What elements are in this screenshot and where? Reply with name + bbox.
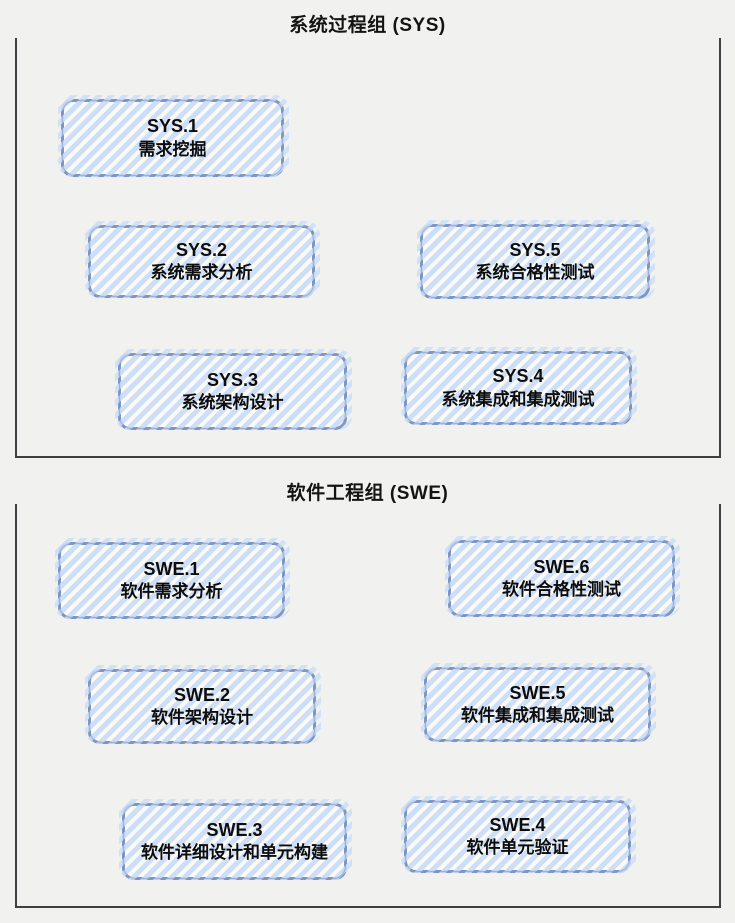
process-label: 软件架构设计 (151, 708, 253, 728)
process-label: 系统架构设计 (181, 393, 284, 413)
process-code: SYS.3 (206, 369, 259, 390)
process-code: SWE.6 (533, 556, 590, 577)
process-box-sys-4: SYS.4 系统集成和集成测试 (401, 347, 637, 425)
process-label: 需求挖掘 (138, 139, 207, 159)
process-code: SYS.1 (146, 116, 199, 136)
process-label: 软件详细设计和单元构建 (141, 843, 328, 863)
process-label: 软件单元验证 (466, 838, 569, 858)
process-box-sys-3: SYS.3 系统架构设计 (115, 349, 352, 430)
process-code: SYS.4 (492, 366, 544, 386)
group-title-swe: 软件工程组 (SWE) (286, 483, 449, 504)
process-box-swe-2: SWE.2 软件架构设计 (85, 665, 321, 744)
process-box-swe-6: SWE.6 软件合格性测试 (445, 536, 680, 617)
process-box-swe-3: SWE.3 软件详细设计和单元构建 (119, 799, 352, 880)
process-code: SWE.1 (143, 558, 200, 579)
process-box-sys-2: SYS.2 系统需求分析 (85, 221, 320, 298)
process-code: SYS.2 (175, 239, 228, 260)
process-box-swe-4: SWE.4 软件单元验证 (401, 796, 636, 873)
process-code: SWE.5 (509, 682, 566, 703)
process-label: 软件集成和集成测试 (461, 706, 614, 726)
process-box-swe-5: SWE.5 软件集成和集成测试 (421, 663, 656, 742)
process-code: SYS.5 (509, 239, 561, 260)
process-label: 软件需求分析 (120, 582, 223, 602)
group-frame-sys (15, 38, 721, 458)
process-label: 系统集成和集成测试 (441, 389, 595, 409)
process-label: 系统合格性测试 (475, 263, 595, 283)
process-label: 软件合格性测试 (502, 580, 621, 600)
process-code: SWE.4 (489, 814, 546, 835)
process-code: SWE.2 (173, 684, 230, 705)
process-box-swe-1: SWE.1 软件需求分析 (55, 538, 290, 619)
group-title-sys: 系统过程组 (SYS) (289, 15, 446, 36)
process-box-sys-1: SYS.1 需求挖掘 (58, 95, 289, 177)
group-frame-swe (15, 504, 721, 908)
process-box-sys-5: SYS.5 系统合格性测试 (417, 220, 655, 299)
process-code: SWE.3 (206, 819, 263, 840)
process-label: 系统需求分析 (150, 263, 253, 283)
